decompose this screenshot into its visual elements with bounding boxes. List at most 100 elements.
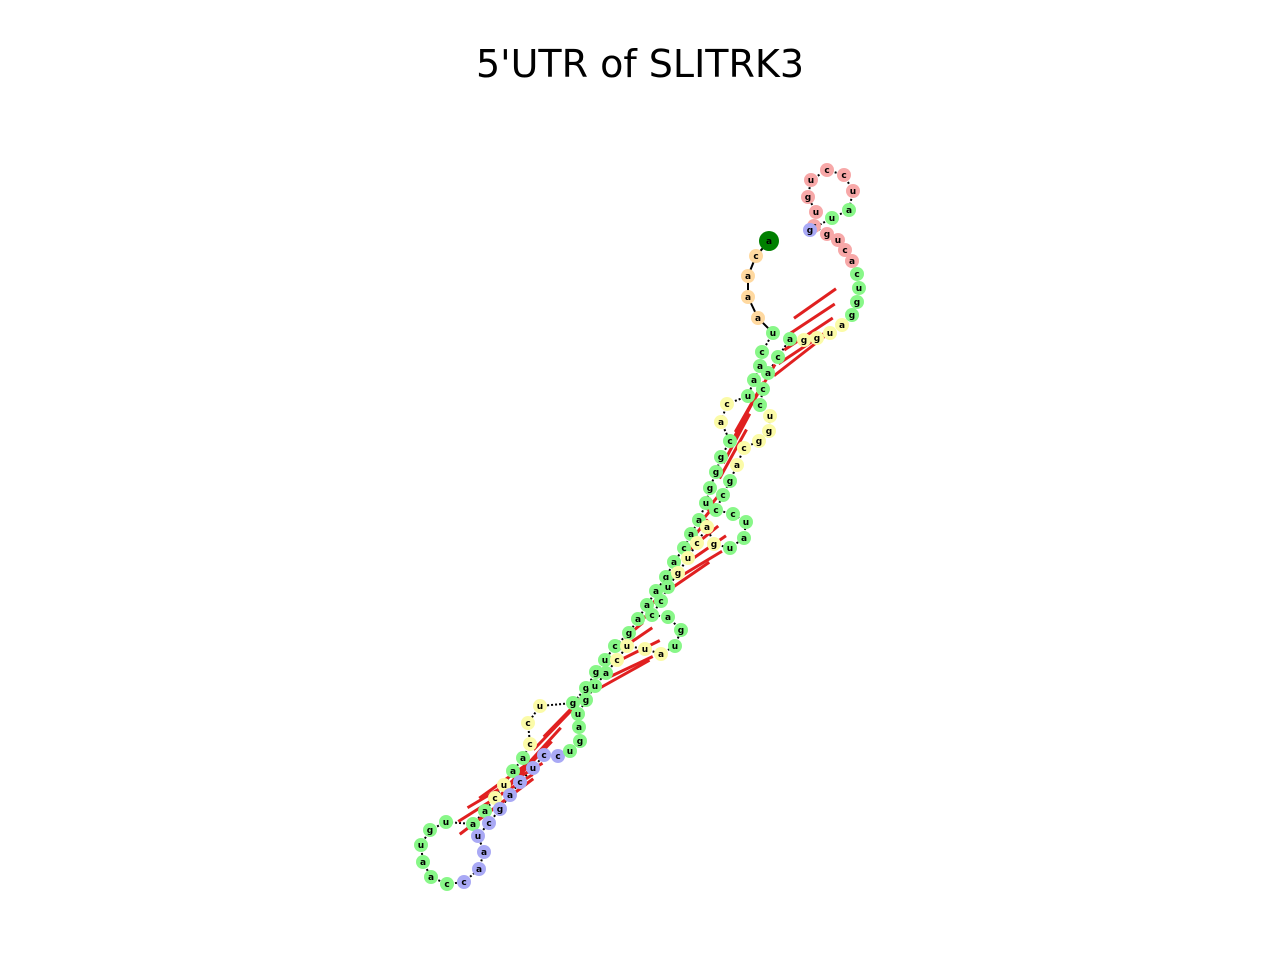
backbone-segment	[605, 659, 618, 674]
nucleotide-letter: u	[672, 642, 678, 652]
nucleotide-letter: u	[537, 702, 543, 712]
nucleotide-letter: a	[688, 530, 694, 540]
nucleotide-letter: c	[527, 740, 532, 750]
nucleotide-letter: g	[626, 629, 632, 639]
nucleotide: c	[726, 507, 740, 521]
nucleotide: u	[681, 551, 695, 565]
nucleotide: u	[809, 205, 823, 219]
nucleotide-letter: c	[759, 348, 764, 358]
nucleotide-letter: a	[671, 558, 677, 568]
nucleotide: u	[571, 707, 585, 721]
nucleotide: u	[699, 496, 713, 510]
nucleotide: a	[654, 647, 668, 661]
nucleotide: u	[723, 541, 737, 555]
nucleotide: c	[737, 441, 751, 455]
nucleotide: c	[537, 748, 551, 762]
nucleotide-letter: a	[839, 321, 845, 331]
nucleotide: c	[749, 249, 763, 263]
nucleotide-letter: a	[470, 820, 476, 830]
nucleotide: g	[579, 693, 593, 707]
nucleotide: a	[741, 290, 755, 304]
nucleotide-letter: c	[753, 252, 758, 262]
backbone-segment	[709, 471, 717, 489]
nucleotide: c	[482, 816, 496, 830]
backbone-segment	[696, 526, 708, 544]
backbone-segment	[673, 547, 685, 563]
backbone-segment	[420, 844, 424, 863]
nucleotide: a	[506, 764, 520, 778]
backbone-segment	[674, 629, 682, 647]
nucleotide: u	[661, 580, 675, 594]
nucleotide: c	[709, 503, 723, 517]
backbone-segment	[720, 403, 728, 423]
nucleotide-letter: c	[694, 539, 699, 549]
nucleotide: a	[842, 203, 856, 217]
nucleotide-letter: g	[663, 573, 669, 583]
nucleotide: u	[471, 829, 485, 843]
nucleotide: a	[478, 804, 492, 818]
nucleotide-letter: u	[567, 747, 573, 757]
nucleotide-letter: u	[727, 544, 733, 554]
nucleotide-letter: a	[635, 615, 641, 625]
nucleotide-letter: u	[813, 208, 819, 218]
backbone-segment	[626, 645, 646, 650]
nucleotide: g	[723, 474, 737, 488]
backbone-segment	[488, 808, 501, 824]
backbone-segment	[677, 557, 689, 574]
nucleotide-letter: c	[760, 385, 765, 395]
nucleotide-letter: c	[555, 752, 560, 762]
base-pair	[677, 549, 723, 580]
nucleotide: g	[674, 623, 688, 637]
nucleotide: c	[753, 398, 767, 412]
nucleotide-letter: u	[443, 818, 449, 828]
nucleotide-letter: u	[703, 499, 709, 509]
nucleotide: u	[668, 639, 682, 653]
backbone-segment	[807, 196, 817, 213]
backbone-layer	[420, 169, 860, 885]
nucleotide-letter: u	[827, 329, 833, 339]
nucleotide-letter: c	[612, 642, 617, 652]
nucleotide-letter: c	[730, 510, 735, 520]
nucleotide: g	[707, 537, 721, 551]
nucleotide-letter: u	[624, 642, 630, 652]
nucleotide: c	[610, 653, 624, 667]
nucleotide-letter: a	[576, 723, 582, 733]
nucleotide: a	[572, 720, 586, 734]
nucleotide: u	[598, 653, 612, 667]
nucleotide-letter: g	[593, 668, 599, 678]
nucleotide: g	[752, 434, 766, 448]
nucleotide: u	[533, 699, 547, 713]
nucleotide: g	[714, 450, 728, 464]
nucleotide: a	[503, 788, 517, 802]
backbone-segment	[430, 876, 448, 885]
nucleotide-letter: a	[428, 873, 434, 883]
nucleotide: g	[850, 295, 864, 309]
nucleotide-letter: u	[592, 682, 598, 692]
backbone-segment	[478, 851, 485, 870]
nucleotide-letter: u	[685, 554, 691, 564]
backbone-segment	[499, 794, 511, 810]
nucleotide: a	[761, 366, 775, 380]
nucleotide-letter: g	[497, 805, 503, 815]
nucleotide: u	[741, 389, 755, 403]
nucleotide: c	[457, 875, 471, 889]
nucleotide: a	[700, 520, 714, 534]
nucleotide: a	[835, 318, 849, 332]
nucleotide: a	[667, 555, 681, 569]
nucleotide: c	[820, 163, 834, 177]
backbone-segment	[655, 576, 667, 592]
nucleotide-letter: c	[681, 544, 686, 554]
nucleotide-letter: u	[530, 764, 536, 774]
nucleotide-letter: a	[507, 791, 513, 801]
nucleotide: c	[551, 749, 565, 763]
nucleotide: c	[771, 350, 785, 364]
nucleotide-letter: a	[734, 461, 740, 471]
base-pair	[785, 302, 836, 338]
nucleotide-letter: c	[727, 437, 732, 447]
nucleotide: g	[493, 802, 507, 816]
nucleotide: g	[423, 823, 437, 837]
nucleotide: u	[852, 281, 866, 295]
nucleotide: c	[513, 775, 527, 789]
nucleotide-letter: g	[707, 484, 713, 494]
backbone-segment	[831, 209, 850, 219]
